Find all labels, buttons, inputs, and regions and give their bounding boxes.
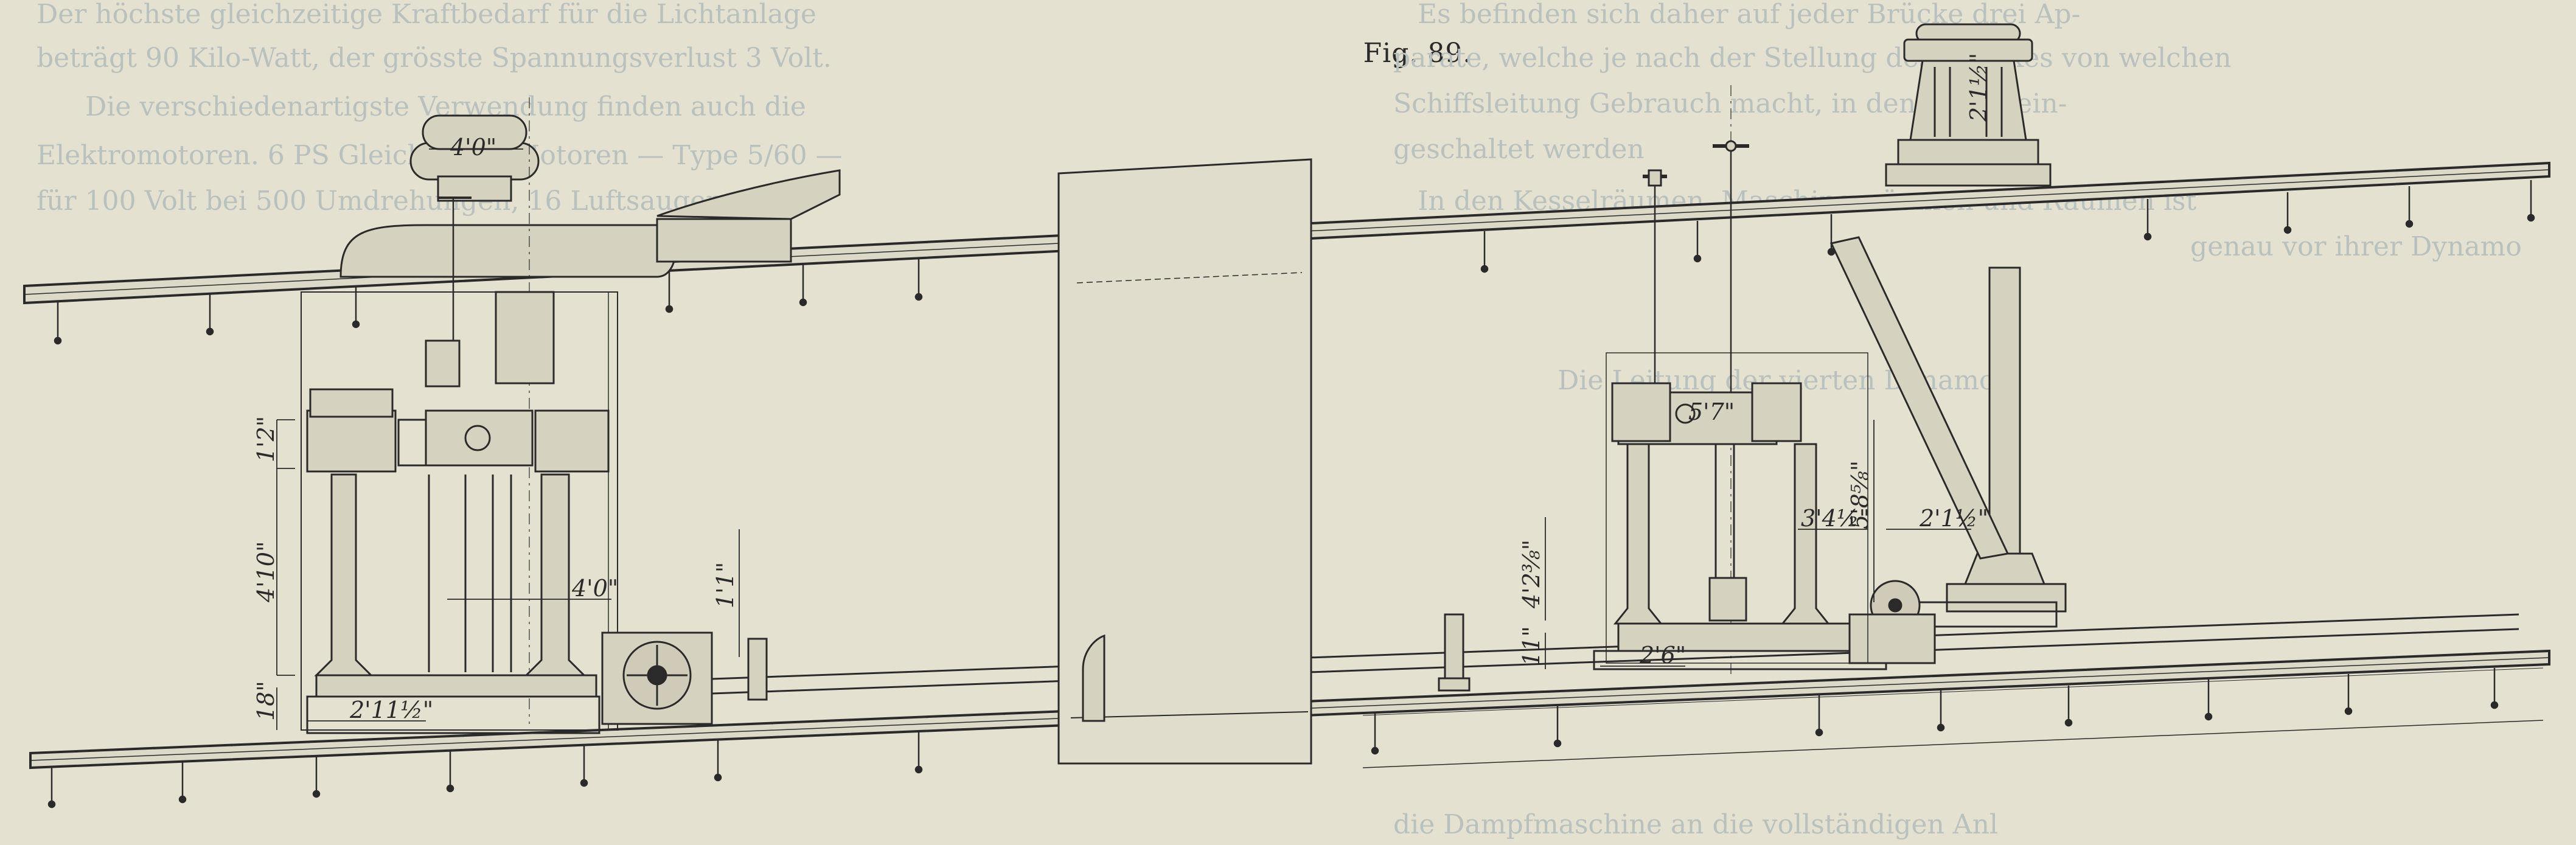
dim-top-left-width: 4'0": [450, 134, 496, 161]
dim-right-height: 4'2⅜": [1518, 540, 1545, 609]
shaft: [711, 613, 2519, 695]
dim-right-base-width: 2'6": [1639, 642, 1686, 669]
bleed-line: beträgt 90 Kilo-Watt, der grösste Spannu…: [37, 43, 832, 74]
dim-top-right-width: 2'1½": [1965, 53, 1992, 122]
left-capstan-engine: [301, 97, 841, 734]
dim-right-base-height: 11": [1518, 626, 1545, 666]
dimension-labels: 4'0" 2'1½" 1'2" 4'10" 1'1" 4'0" 18" 2'11…: [252, 53, 1992, 723]
dim-left-height-total: 4'10": [252, 541, 279, 603]
dim-left-base-width: 2'11½": [349, 697, 433, 723]
left-gear-wheel: [601, 631, 713, 725]
dim-right-cyl-width: 5'7": [1688, 398, 1735, 425]
bleed-line: genau vor ihrer Dynamo: [2190, 231, 2522, 262]
right-engine: [1593, 85, 1936, 675]
dim-right-tall: 5'8⅝": [1847, 461, 1873, 529]
right-gear-wheel: [1848, 580, 1936, 664]
bleed-line: die Dampfmaschine an die vollständigen A…: [1393, 809, 1998, 840]
dim-left-base-height: 18": [252, 681, 279, 721]
left-capstan-head: [339, 114, 841, 278]
floor-grating: [1362, 667, 2544, 768]
left-dimensions: [276, 148, 740, 730]
figure-caption: Fig. 89.: [1363, 38, 1472, 69]
shaft-bearings: [747, 613, 1471, 701]
dim-left-height-upper: 1'2": [252, 416, 279, 462]
dim-right-offset-b: 2'1½": [1919, 505, 1988, 532]
bleed-line: Der höchste gleichzeitige Kraftbedarf fü…: [37, 0, 816, 30]
bleed-line: geschaltet werden: [1393, 134, 1645, 165]
dim-right-offset-a: 3'4½": [1801, 505, 1870, 532]
bleed-line: parate, welche je nach der Stellung des …: [1393, 43, 2232, 74]
dim-left-span: 4'0": [571, 575, 618, 602]
dim-left-center-height: 1'1": [712, 562, 739, 608]
right-capstan-tower: [1829, 23, 2067, 628]
bulkhead-plate: [1057, 158, 1312, 765]
right-dimensions: [1545, 420, 1971, 669]
bleed-line: für 100 Volt bei 500 Umdrehungen, 16 Luf…: [37, 186, 719, 217]
right-capstan-head: [1885, 23, 2052, 187]
